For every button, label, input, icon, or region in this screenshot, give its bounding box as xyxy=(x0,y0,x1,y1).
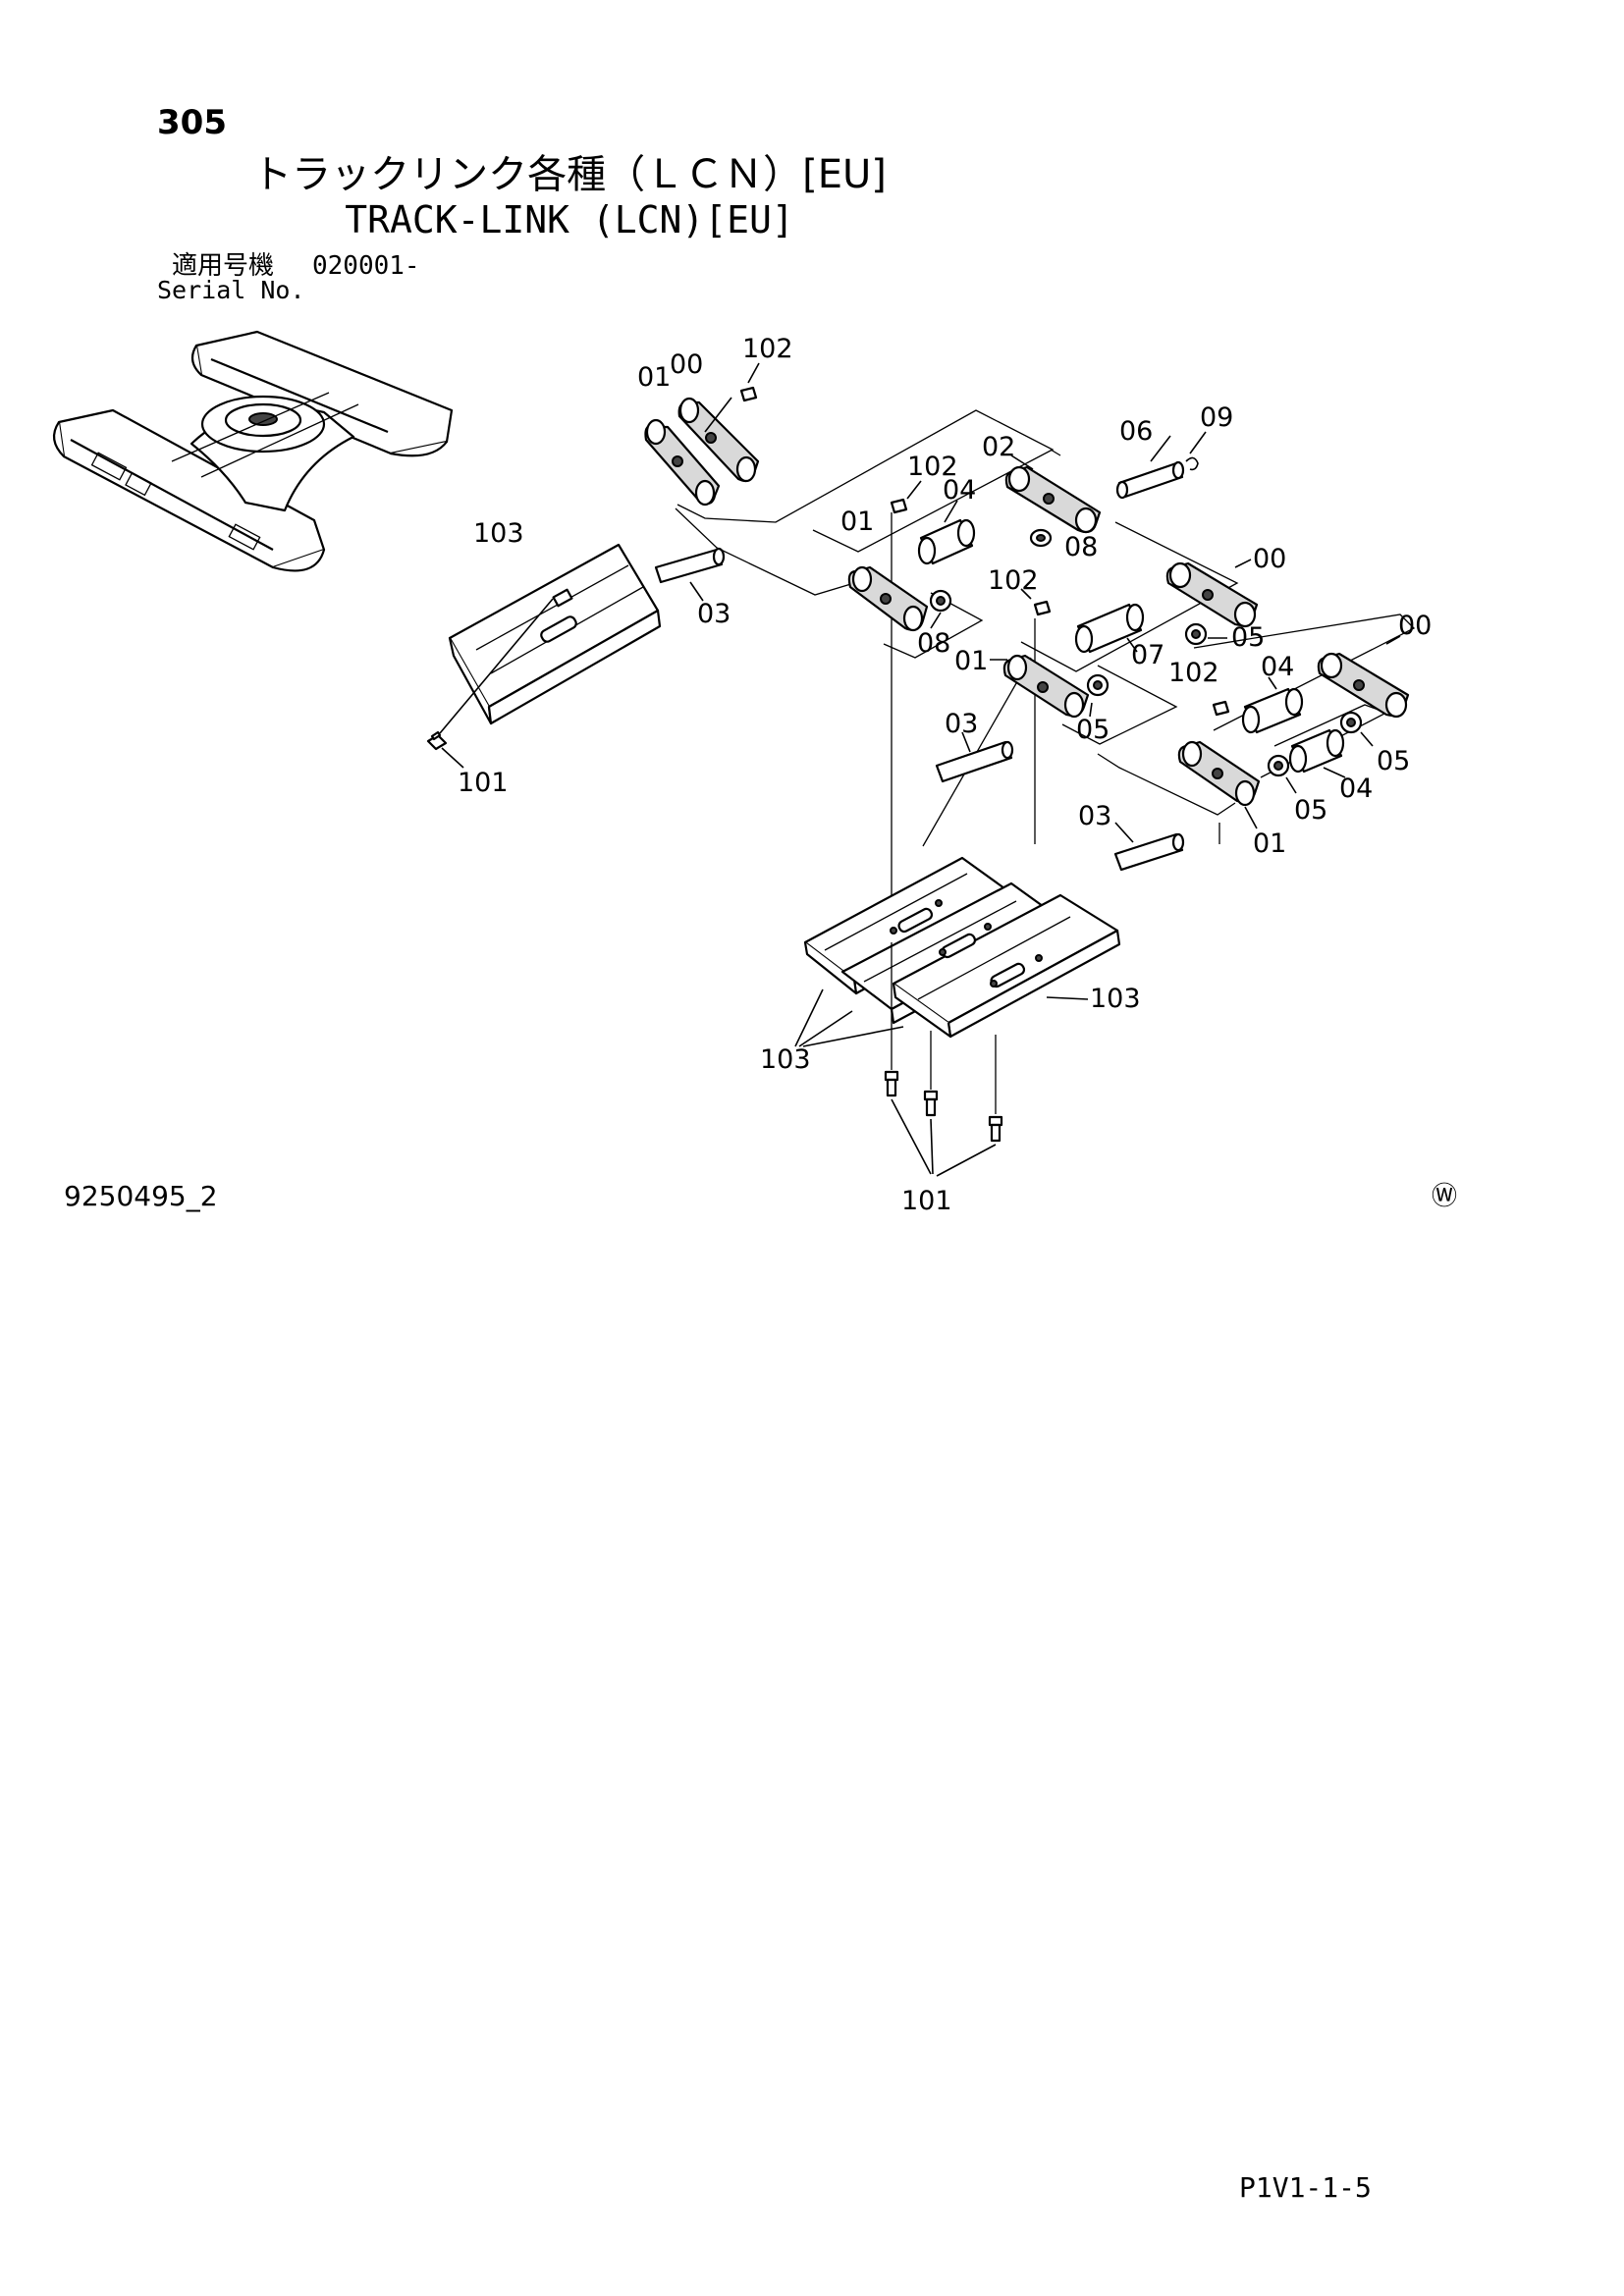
callout-07: 07 xyxy=(1131,640,1164,670)
callout-102: 102 xyxy=(907,452,958,482)
callout-03: 03 xyxy=(1078,801,1111,831)
callout-103: 103 xyxy=(760,1044,811,1075)
link-01-center xyxy=(935,654,1110,783)
page-title-japanese: トラックリンク各種（ＬＣＮ）[EU] xyxy=(252,152,887,197)
watermark-w-symbol: Ⓦ xyxy=(1432,1182,1457,1211)
footer-code: P1V1-1-5 xyxy=(1239,2171,1372,2204)
callout-00: 00 xyxy=(1398,611,1432,641)
link-01-middle xyxy=(847,565,952,632)
drawing-number: 9250495_2 xyxy=(64,1180,218,1212)
left-shoe-assembly xyxy=(426,543,726,769)
callout-labels: 01 00 102 02 06 09 102 04 01 08 00 102 0… xyxy=(458,334,1432,1216)
lower-bolts xyxy=(884,942,1003,1177)
link-01-lower-right xyxy=(1113,740,1297,872)
callout-01: 01 xyxy=(840,507,874,537)
callout-09: 09 xyxy=(1200,402,1233,433)
bushing-04-upper xyxy=(890,480,1053,565)
serial-range: 020001- xyxy=(312,251,420,281)
callout-01: 01 xyxy=(954,646,988,676)
callout-00: 00 xyxy=(1253,544,1286,574)
callout-05: 05 xyxy=(1231,622,1265,653)
callout-06: 06 xyxy=(1119,416,1153,447)
callout-04: 04 xyxy=(1339,774,1373,804)
callout-05: 05 xyxy=(1294,795,1327,826)
link-02-group xyxy=(1004,431,1207,534)
undercarriage-overview xyxy=(52,330,454,572)
callout-04: 04 xyxy=(943,475,976,506)
callout-02: 02 xyxy=(982,432,1015,462)
callout-01: 01 xyxy=(1253,828,1286,859)
lower-shoe-stack xyxy=(794,856,1121,1047)
upper-link-pair xyxy=(644,362,760,507)
watermark-symbol: Ⓦ xyxy=(1432,1182,1457,1211)
page-number: 305 xyxy=(157,103,227,142)
page-title-english: TRACK-LINK (LCN)[EU] xyxy=(345,198,794,241)
callout-103: 103 xyxy=(1090,984,1141,1014)
serial-label-english: Serial No. xyxy=(157,276,305,304)
callout-05: 05 xyxy=(1076,715,1110,745)
callout-01: 01 xyxy=(637,362,671,393)
callout-05: 05 xyxy=(1377,746,1410,776)
callout-101: 101 xyxy=(901,1186,952,1216)
link-00-middle xyxy=(1020,559,1259,654)
callout-102: 102 xyxy=(742,334,793,364)
callout-101: 101 xyxy=(458,768,509,798)
callout-00: 00 xyxy=(670,349,703,380)
callout-04: 04 xyxy=(1261,652,1294,682)
callout-102: 102 xyxy=(1168,658,1219,688)
callout-03: 03 xyxy=(945,709,978,739)
serial-label-japanese: 適用号機 xyxy=(172,251,275,281)
callout-08: 08 xyxy=(917,628,950,659)
callout-102: 102 xyxy=(988,565,1039,596)
callout-08: 08 xyxy=(1064,532,1098,562)
callout-03: 03 xyxy=(697,599,731,629)
callout-103: 103 xyxy=(473,518,524,549)
link-00-right xyxy=(1212,635,1410,778)
